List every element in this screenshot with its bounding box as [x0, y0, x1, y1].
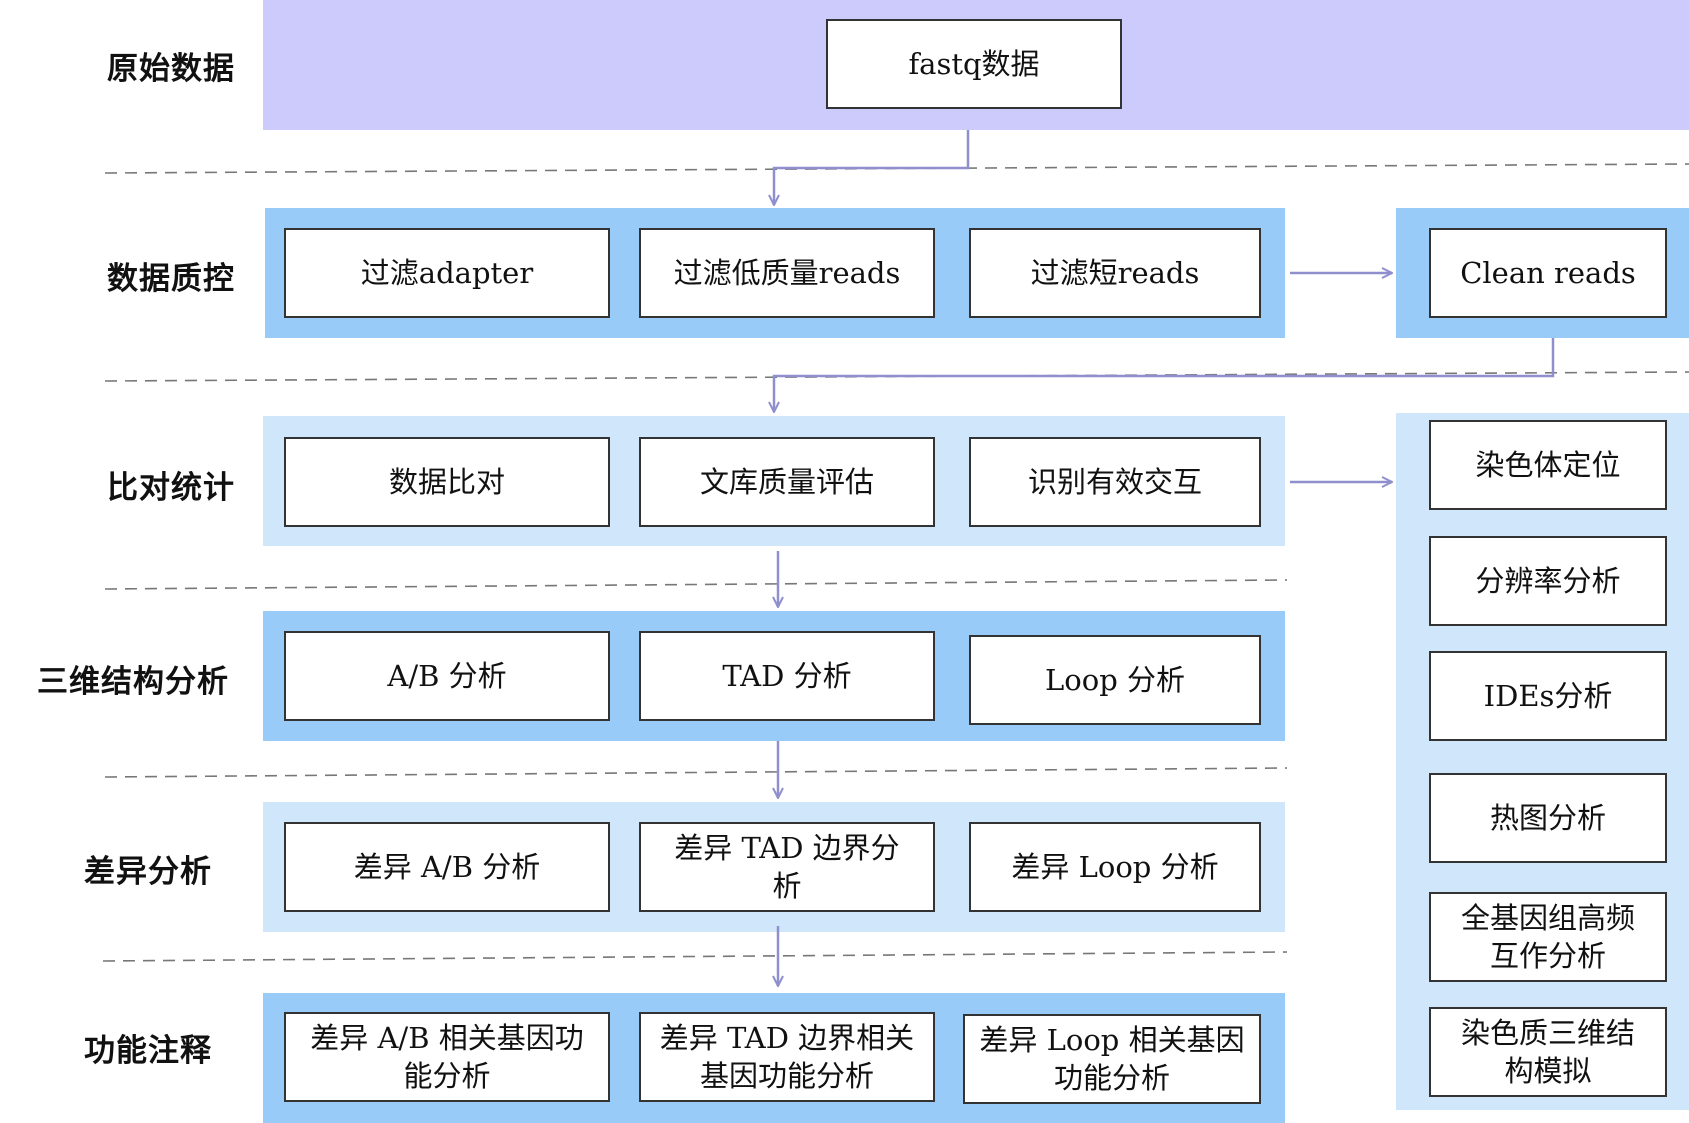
- divider-line: [104, 163, 1689, 174]
- arrow-fastq-to-qc: [774, 130, 970, 205]
- node-func-ab: 差异 A/B 相关基因功能分析: [284, 1012, 610, 1102]
- node-valid-interaction: 识别有效交互: [969, 437, 1261, 527]
- divider-line: [104, 371, 1689, 382]
- node-diff-tad: 差异 TAD 边界分析: [639, 822, 935, 912]
- row-label-raw-data: 原始数据: [107, 51, 235, 87]
- node-diff-loop: 差异 Loop 分析: [969, 822, 1261, 912]
- node-heatmap-analysis: 热图分析: [1429, 773, 1667, 863]
- node-filter-short: 过滤短reads: [969, 228, 1261, 318]
- node-resolution-analysis: 分辨率分析: [1429, 536, 1667, 626]
- node-library-quality: 文库质量评估: [639, 437, 935, 527]
- divider-line: [104, 767, 1288, 778]
- node-func-loop: 差异 Loop 相关基因功能分析: [963, 1014, 1261, 1104]
- row-label-3d-structure: 三维结构分析: [37, 664, 229, 700]
- node-ab-analysis: A/B 分析: [284, 631, 610, 721]
- node-chromosome-position: 染色体定位: [1429, 420, 1667, 510]
- node-func-tad: 差异 TAD 边界相关基因功能分析: [639, 1012, 935, 1102]
- node-genome-wide-interaction: 全基因组高频互作分析: [1429, 892, 1667, 982]
- node-tad-analysis: TAD 分析: [639, 631, 935, 721]
- node-diff-ab: 差异 A/B 分析: [284, 822, 610, 912]
- band-side-analysis: [1396, 413, 1689, 1110]
- node-filter-adapter: 过滤adapter: [284, 228, 610, 318]
- node-chromatin-3d-model: 染色质三维结构模拟: [1429, 1007, 1667, 1097]
- row-label-alignment: 比对统计: [107, 470, 235, 506]
- row-label-data-qc: 数据质控: [107, 261, 235, 297]
- row-label-differential: 差异分析: [84, 854, 212, 890]
- node-data-alignment: 数据比对: [284, 437, 610, 527]
- node-ides-analysis: IDEs分析: [1429, 651, 1667, 741]
- node-fastq-data: fastq数据: [826, 19, 1122, 109]
- node-loop-analysis: Loop 分析: [969, 635, 1261, 725]
- divider-line: [104, 579, 1288, 590]
- divider-line: [102, 951, 1288, 962]
- row-label-function: 功能注释: [84, 1033, 212, 1069]
- node-clean-reads: Clean reads: [1429, 228, 1667, 318]
- node-filter-low-quality: 过滤低质量reads: [639, 228, 935, 318]
- arrow-clean-to-align: [774, 338, 1555, 412]
